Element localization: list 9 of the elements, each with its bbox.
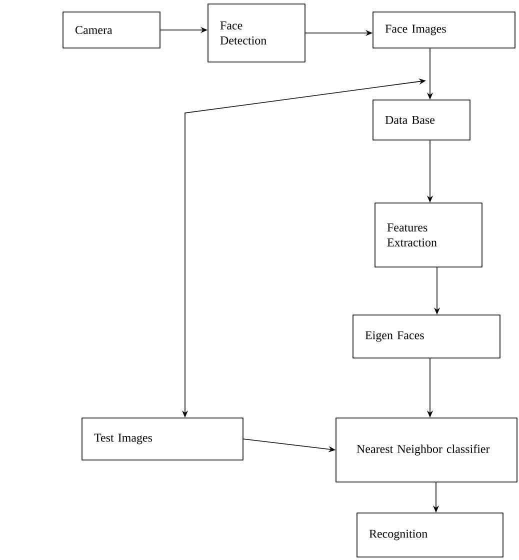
process-box: Features Extraction [374,202,482,268]
process-box: Face Detection [208,4,306,62]
process-box: Recognition [356,512,504,558]
process-box: Data Base [372,100,470,140]
process-box: Camera [62,12,160,48]
process-box: Nearest Neighbor classifier [336,418,518,482]
process-box: Test Images [82,418,244,460]
process-box: Face Images [372,12,516,48]
process-box: Eigen Faces [352,314,500,358]
